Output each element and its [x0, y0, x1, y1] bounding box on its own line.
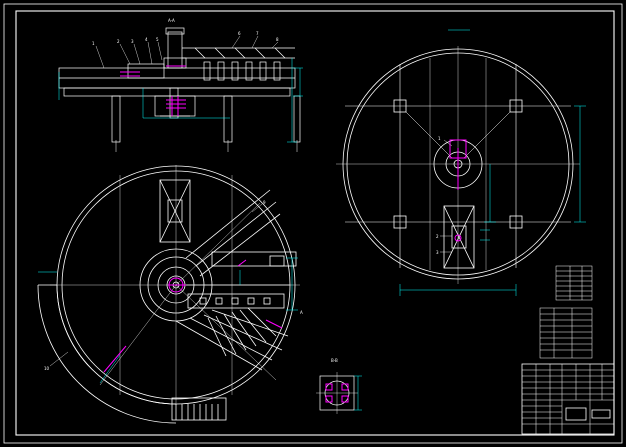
elevation-callout-4: 4	[145, 37, 148, 42]
elevation-callout-3: 3	[131, 39, 134, 44]
elevation-callout-6: 6	[238, 31, 241, 36]
elevation-callout-8: 8	[276, 37, 279, 42]
title-block	[521, 265, 615, 435]
elevation-callout-7: 7	[256, 31, 259, 36]
elevation-callout-5: 5	[156, 37, 159, 42]
elevation-view: 1 2 3 4 5 6 7 8 A-A	[58, 18, 303, 152]
top-callout-2: 2	[436, 234, 439, 239]
top-callout-3: 3	[436, 250, 439, 255]
sheet-frame	[3, 3, 623, 444]
plan-callout-9: 9	[263, 200, 266, 205]
top-view: 1 2 3	[336, 29, 586, 296]
plan-section-mark: A	[300, 310, 303, 315]
elevation-callout-1: 1	[92, 41, 95, 46]
top-callout-1: 1	[438, 136, 441, 141]
detail-title: B-B	[331, 358, 338, 363]
elevation-section-mark: A-A	[168, 18, 175, 23]
elevation-callout-2: 2	[117, 39, 120, 44]
detail-view: B-B	[316, 358, 362, 414]
plan-callout-10: 10	[44, 366, 50, 371]
plan-view: 9 10 A	[37, 165, 303, 424]
